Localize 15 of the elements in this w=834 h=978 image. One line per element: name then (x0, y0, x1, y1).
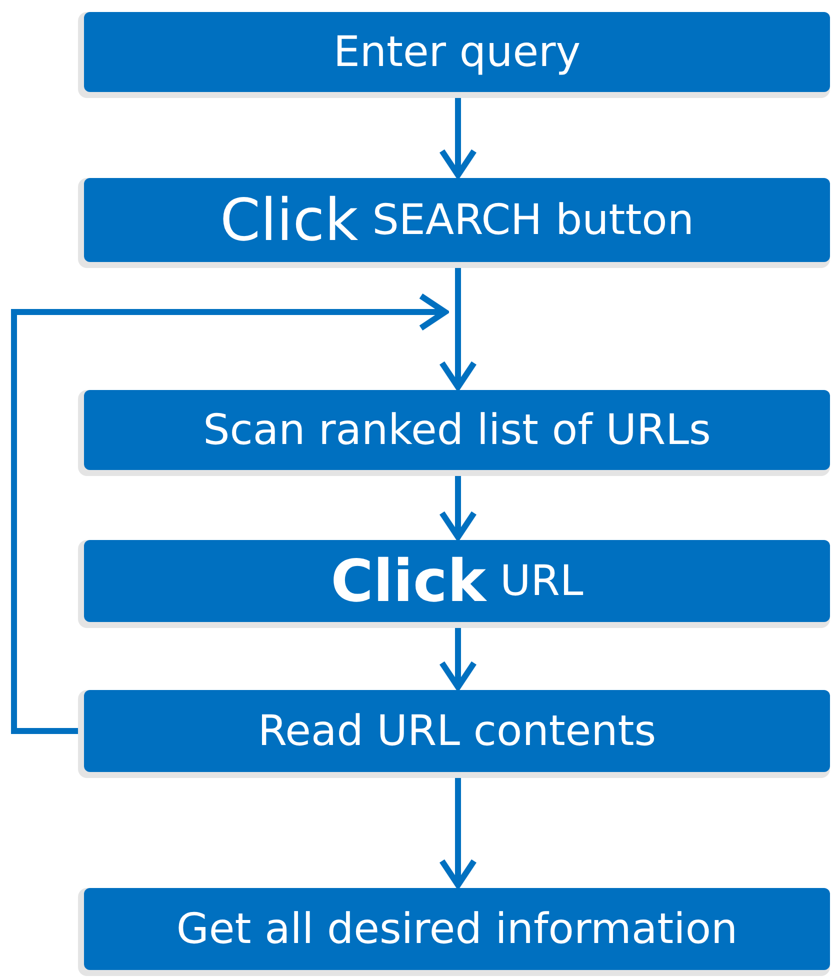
node-text: URL (500, 560, 584, 602)
process-box (84, 178, 830, 262)
node-text: SEARCH button (372, 199, 694, 241)
arrow (11, 293, 448, 734)
node-text: Click (220, 191, 358, 249)
process-box (84, 888, 830, 970)
process-box (84, 390, 830, 470)
process-box (84, 540, 830, 622)
node-text: Get all desired information (176, 908, 738, 950)
node-text: Click (330, 552, 486, 610)
node-text: Enter query (333, 31, 581, 73)
node-text: Read URL contents (258, 710, 656, 752)
process-box (84, 12, 830, 92)
process-box (84, 690, 830, 772)
node-text: Scan ranked list of URLs (203, 409, 711, 451)
